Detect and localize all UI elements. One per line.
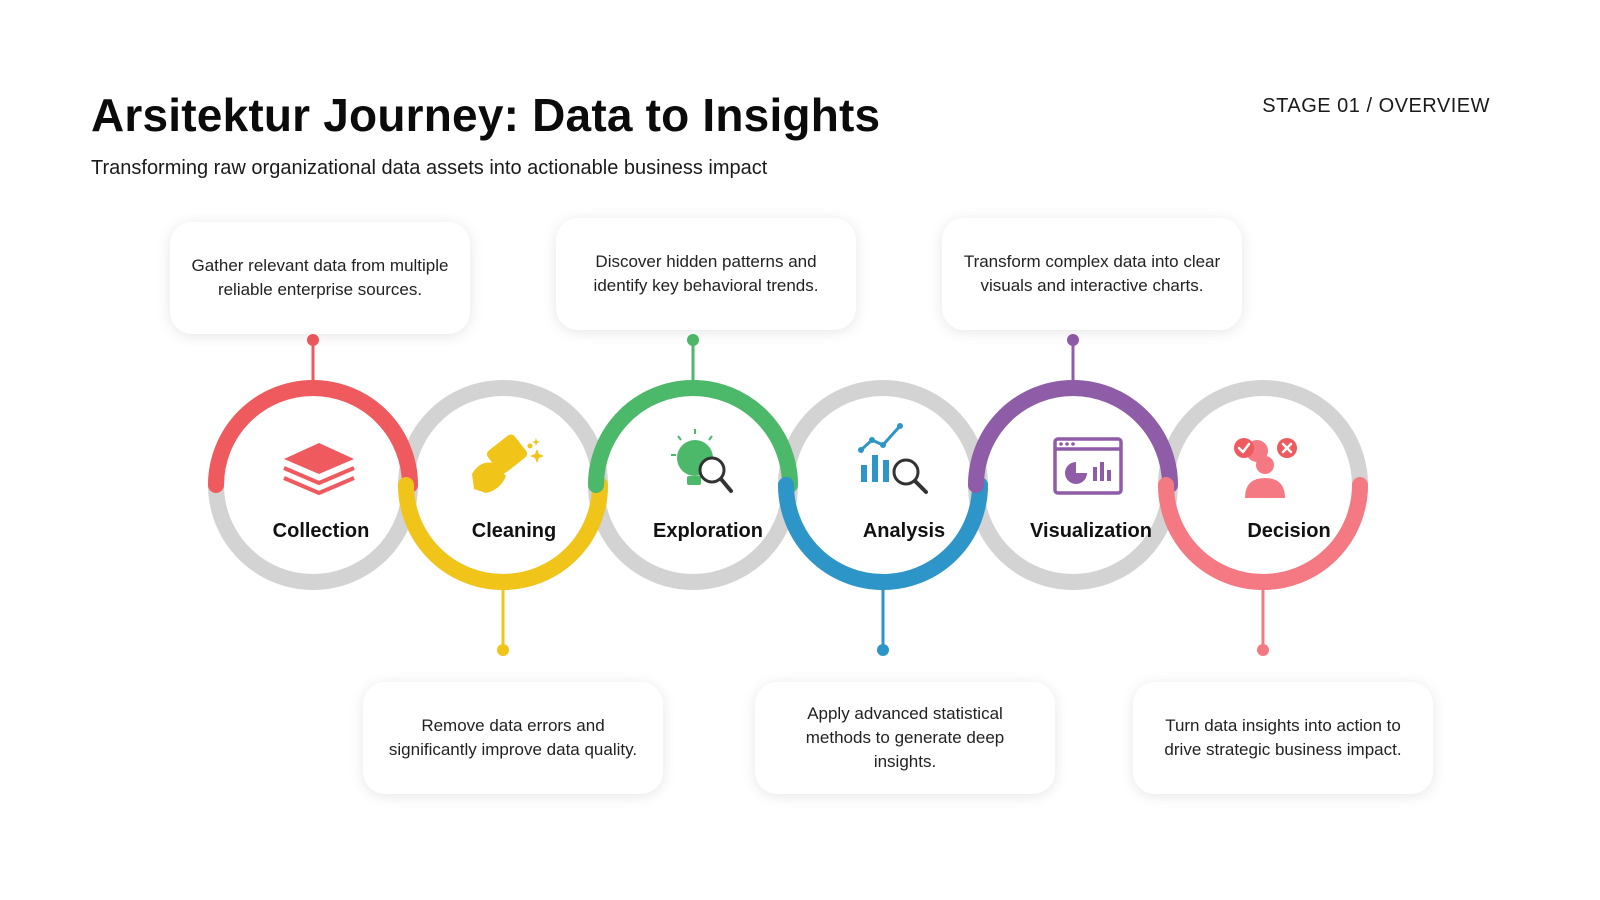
layers-icon (283, 443, 355, 495)
stage-label: STAGE 01 / OVERVIEW (1262, 95, 1490, 117)
card-analysis: Apply advanced statistical methods to ge… (755, 682, 1055, 794)
card-visualization: Transform complex data into clear visual… (942, 218, 1242, 330)
step-label-decision: Decision (1247, 520, 1330, 542)
connector-dot-collection (307, 334, 319, 346)
card-decision: Turn data insights into action to drive … (1133, 682, 1433, 794)
chart-magnifier-icon (858, 423, 928, 494)
dashboard-window-icon (1053, 437, 1123, 495)
step-label-collection: Collection (273, 520, 370, 542)
connector-dot-analysis (877, 644, 889, 656)
page-title: Arsitektur Journey: Data to Insights (91, 89, 881, 141)
connector-dot-cleaning (497, 644, 509, 656)
connectors (307, 334, 1269, 656)
card-cleaning: Remove data errors and significantly imp… (363, 682, 663, 794)
card-exploration: Discover hidden patterns and identify ke… (556, 218, 856, 330)
step-label-visualization: Visualization (1030, 520, 1152, 542)
card-text-exploration: Discover hidden patterns and identify ke… (593, 252, 819, 295)
card-text-decision: Turn data insights into action to drive … (1164, 716, 1402, 759)
decision-person-icon (1234, 438, 1297, 498)
cleaning-sponge-icon (472, 434, 544, 493)
card-text-collection: Gather relevant data from multiple relia… (191, 256, 449, 299)
card-text-visualization: Transform complex data into clear visual… (963, 252, 1221, 295)
step-label-analysis: Analysis (863, 520, 945, 542)
step-label-exploration: Exploration (653, 520, 763, 542)
connector-dot-exploration (687, 334, 699, 346)
page-subtitle: Transforming raw organizational data ass… (91, 157, 768, 179)
card-text-analysis: Apply advanced statistical methods to ge… (805, 704, 1005, 771)
step-label-cleaning: Cleaning (472, 520, 556, 542)
brain-magnifier-icon (671, 429, 733, 493)
card-collection: Gather relevant data from multiple relia… (170, 222, 470, 334)
connector-dot-visualization (1067, 334, 1079, 346)
connector-dot-decision (1257, 644, 1269, 656)
card-text-cleaning: Remove data errors and significantly imp… (388, 716, 638, 759)
